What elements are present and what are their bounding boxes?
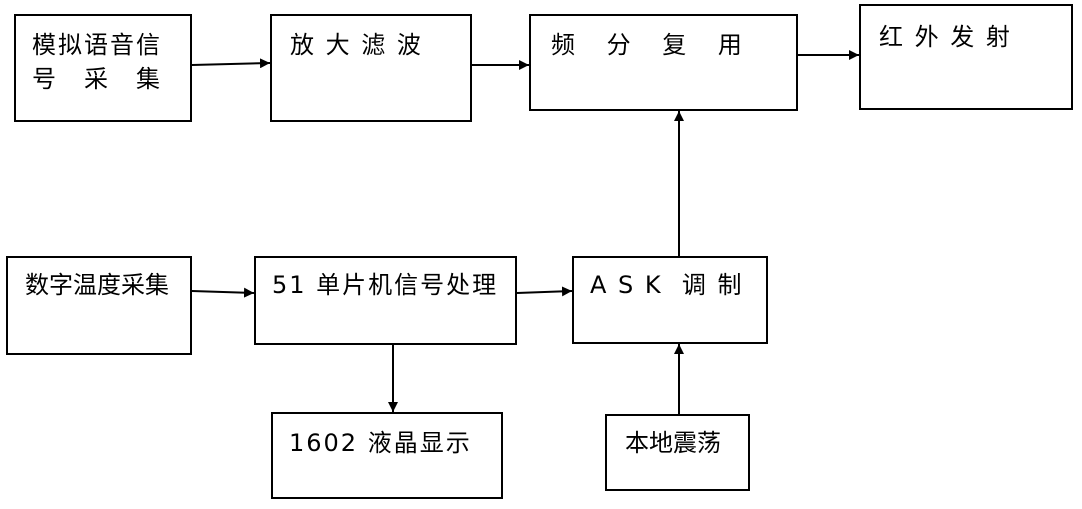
- infrared-transmit-box: 红 外 发 射: [859, 4, 1073, 110]
- arrow-analog-to-amp: [191, 58, 271, 69]
- fdm-box: 频 分 复 用: [529, 14, 798, 111]
- infrared-transmit-label: 红 外 发 射: [879, 23, 1012, 51]
- analog-voice-label-line1: 模拟语音信: [32, 31, 162, 59]
- ask-modulation-box: A S K 调 制: [572, 256, 768, 344]
- fdm-label: 频 分 复 用: [551, 31, 742, 59]
- local-oscillator-label: 本地震荡: [625, 429, 721, 457]
- amplify-filter-label: 放 大 滤 波: [290, 31, 423, 59]
- analog-voice-capture-box: 模拟语音信 号 采 集: [14, 14, 192, 122]
- mcu-processing-box: 51 单片机信号处理: [254, 256, 517, 345]
- lcd-display-label: 1602 液晶显示: [289, 429, 472, 457]
- digital-temp-label: 数字温度采集: [25, 271, 169, 299]
- digital-temp-capture-box: 数字温度采集: [6, 256, 192, 355]
- local-oscillator-box: 本地震荡: [605, 414, 750, 491]
- ask-modulation-label: A S K 调 制: [590, 271, 744, 299]
- amplify-filter-box: 放 大 滤 波: [270, 14, 472, 122]
- analog-voice-label-line2: 号 采 集: [32, 65, 162, 93]
- mcu-processing-label: 51 单片机信号处理: [272, 271, 499, 299]
- arrow-temp-to-mcu: [191, 287, 255, 298]
- lcd-display-box: 1602 液晶显示: [271, 412, 503, 499]
- arrow-mcu-to-ask: [516, 286, 573, 297]
